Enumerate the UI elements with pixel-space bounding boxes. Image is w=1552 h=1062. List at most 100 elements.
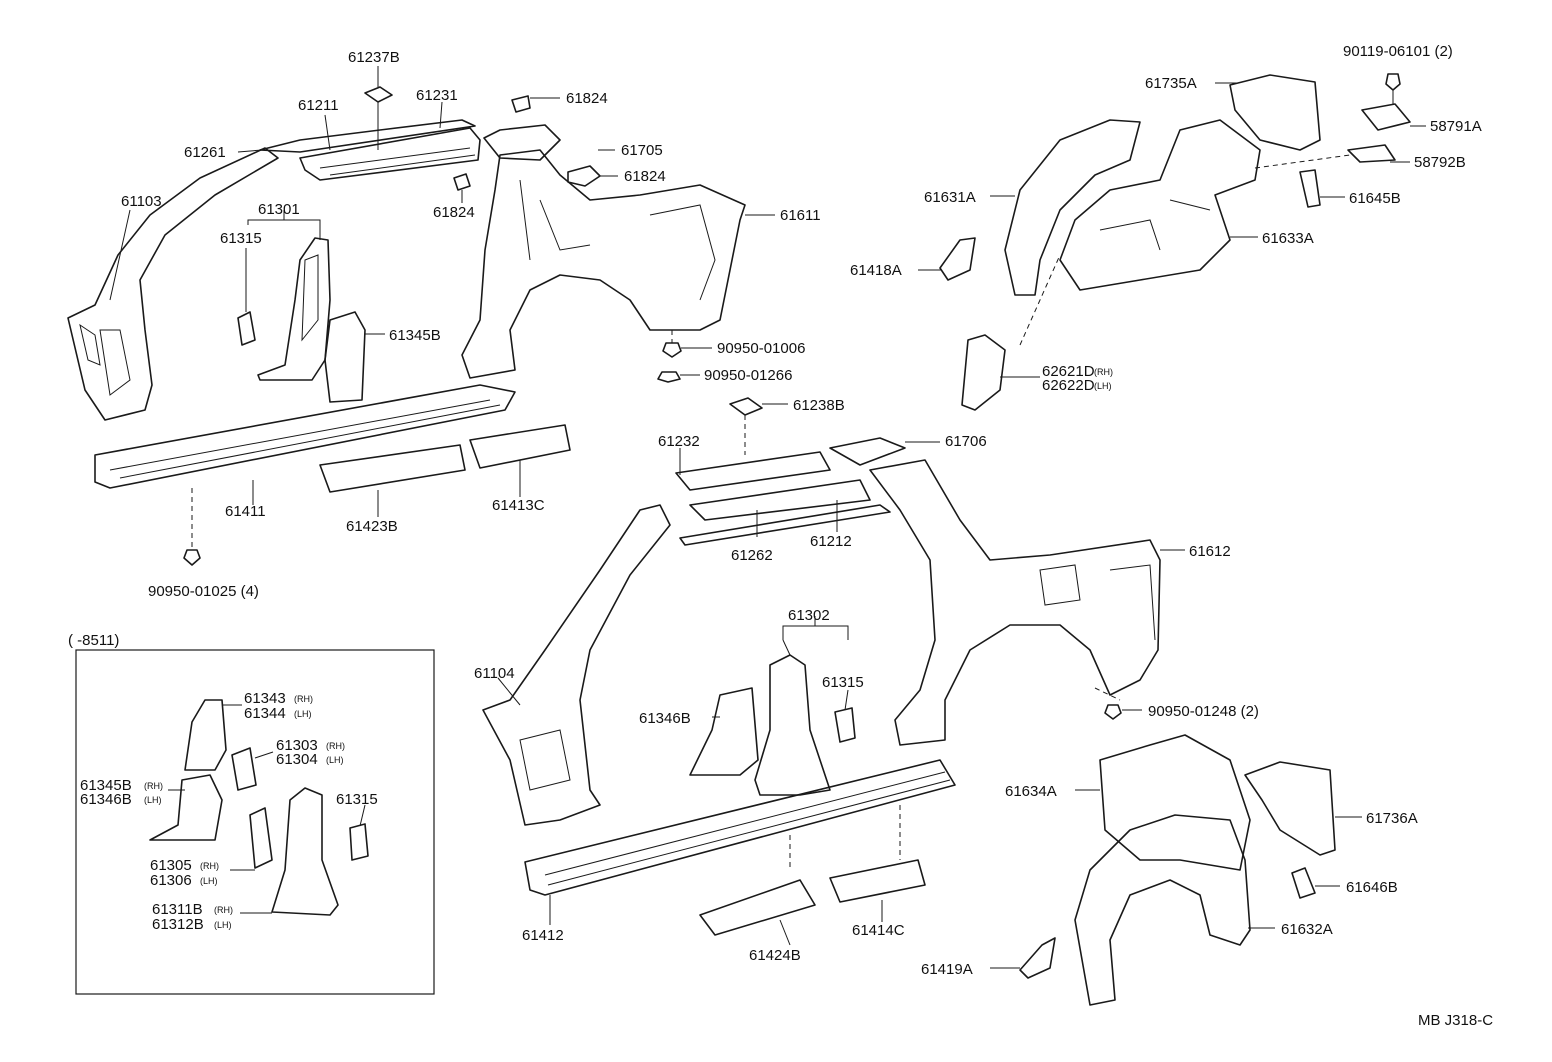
panel-61736a — [1244, 761, 1336, 856]
clip-61824-b — [567, 165, 601, 187]
bracket-61237b — [364, 86, 393, 103]
label-61634a: 61634A — [1005, 783, 1057, 800]
label-58791a: 58791A — [1430, 118, 1482, 135]
washer-90950-01266 — [657, 371, 681, 383]
label-61611: 61611 — [780, 207, 821, 224]
label-61212: 61212 — [810, 533, 852, 550]
bracket-61315-a — [237, 311, 256, 346]
front-pillar-61104 — [482, 504, 671, 826]
quarter-panel-61612 — [869, 459, 1161, 746]
label-61315-mid: 61315 — [822, 674, 864, 691]
bracket-61419a — [1019, 937, 1056, 979]
label-90119-06101: 90119-06101 (2) — [1343, 43, 1453, 60]
part-drawings — [67, 73, 1411, 1006]
rocker-reinf-61423b — [319, 444, 466, 493]
diagram-id: MB J318-C — [1418, 1012, 1493, 1029]
label-61103: 61103 — [121, 193, 162, 210]
bracket-61646b — [1291, 867, 1316, 899]
clip-61824-a — [511, 95, 531, 113]
suffix-61345b-rh: (RH) — [144, 781, 163, 791]
label-61315-inset: 61315 — [336, 791, 378, 808]
label-61423b: 61423B — [346, 518, 398, 535]
label-61304: 61304 — [276, 751, 318, 768]
cover-62621d — [961, 334, 1006, 411]
bracket-58791a — [1361, 103, 1411, 131]
label-61104: 61104 — [474, 665, 515, 682]
label-61302: 61302 — [788, 607, 830, 624]
label-61413c: 61413C — [492, 497, 545, 514]
suffix-61303-rh: (RH) — [326, 741, 345, 751]
label-61424b: 61424B — [749, 947, 801, 964]
nut-90950-01248 — [1104, 704, 1122, 720]
roof-side-rear-61705 — [483, 124, 561, 161]
label-62621d: 62621D — [1042, 363, 1095, 380]
inset-bracket-61303 — [231, 747, 257, 791]
clip-61824-c — [453, 173, 471, 191]
bracket-61238b — [729, 397, 763, 416]
center-pillar-61301 — [257, 237, 331, 381]
front-pillar-inner — [79, 323, 131, 396]
label-61211: 61211 — [298, 97, 339, 114]
bracket-61418a — [939, 237, 976, 281]
label-61346b: 61346B — [639, 710, 691, 727]
leader-lines — [109, 66, 1426, 969]
label-61414c: 61414C — [852, 922, 905, 939]
label-61345b-inset: 61345B — [80, 777, 132, 794]
label-61824-low: 61824 — [433, 204, 475, 221]
label-61418a: 61418A — [850, 262, 902, 279]
roof-rail-61231 — [299, 127, 481, 181]
label-61345b-top: 61345B — [389, 327, 441, 344]
label-61261: 61261 — [184, 144, 226, 161]
label-90950-01025: 90950-01025 (4) — [148, 583, 259, 600]
label-61312b: 61312B — [152, 916, 204, 933]
label-61301: 61301 — [258, 201, 300, 218]
inset-pillar-61345b — [149, 774, 223, 841]
inset-pillar-61343 — [184, 699, 227, 771]
label-61411: 61411 — [225, 503, 266, 520]
nut-90950-01025 — [183, 549, 201, 566]
label-62622d: 62622D — [1042, 377, 1095, 394]
label-61824-mid: 61824 — [624, 168, 666, 185]
label-61231: 61231 — [416, 87, 458, 104]
suffix-61306-lh: (LH) — [200, 876, 218, 886]
label-61346b-inset: 61346B — [80, 791, 132, 808]
rocker-reinf-61413c — [469, 424, 571, 469]
bracket-61645b — [1299, 169, 1321, 208]
label-90950-01006: 90950-01006 — [717, 340, 805, 357]
center-pillar-61302 — [754, 654, 831, 796]
wheelhouse-outer-61634a — [1099, 734, 1251, 871]
inset-box — [75, 649, 435, 995]
suffix-61312b-lh: (LH) — [214, 920, 232, 930]
front-pillar-61103 — [67, 147, 279, 421]
label-58792b: 58792B — [1414, 154, 1466, 171]
label-61238b: 61238B — [793, 397, 845, 414]
label-61419a: 61419A — [921, 961, 973, 978]
nut-90950-01006 — [662, 342, 682, 358]
wheelhouse-inner-61632a — [1074, 814, 1251, 1006]
roof-rail-61212 — [689, 479, 871, 521]
suffix-61311b-rh: (RH) — [214, 905, 233, 915]
suffix-62622d-lh: (LH) — [1094, 381, 1112, 391]
label-61706: 61706 — [945, 433, 987, 450]
label-61306: 61306 — [150, 872, 192, 889]
label-61305: 61305 — [150, 857, 192, 874]
suffix-61304-lh: (LH) — [326, 755, 344, 765]
label-61315-top: 61315 — [220, 230, 262, 247]
label-61612: 61612 — [1189, 543, 1231, 560]
rocker-61412 — [524, 759, 956, 896]
label-61262: 61262 — [731, 547, 773, 564]
roof-side-61706 — [829, 437, 906, 466]
label-90950-01248: 90950-01248 (2) — [1148, 703, 1259, 720]
pillar-reinf-61345b — [324, 311, 366, 403]
roof-rail-61262 — [679, 504, 891, 546]
label-61736a: 61736A — [1366, 810, 1418, 827]
label-61633a: 61633A — [1262, 230, 1314, 247]
bracket-58792b — [1347, 144, 1396, 163]
quarter-panel-61611 — [461, 149, 746, 379]
label-61343: 61343 — [244, 690, 286, 707]
roof-rail-61211 — [259, 119, 476, 153]
label-61632a: 61632A — [1281, 921, 1333, 938]
inset-bracket-61315 — [349, 823, 369, 861]
suffix-61344-lh: (LH) — [294, 709, 312, 719]
